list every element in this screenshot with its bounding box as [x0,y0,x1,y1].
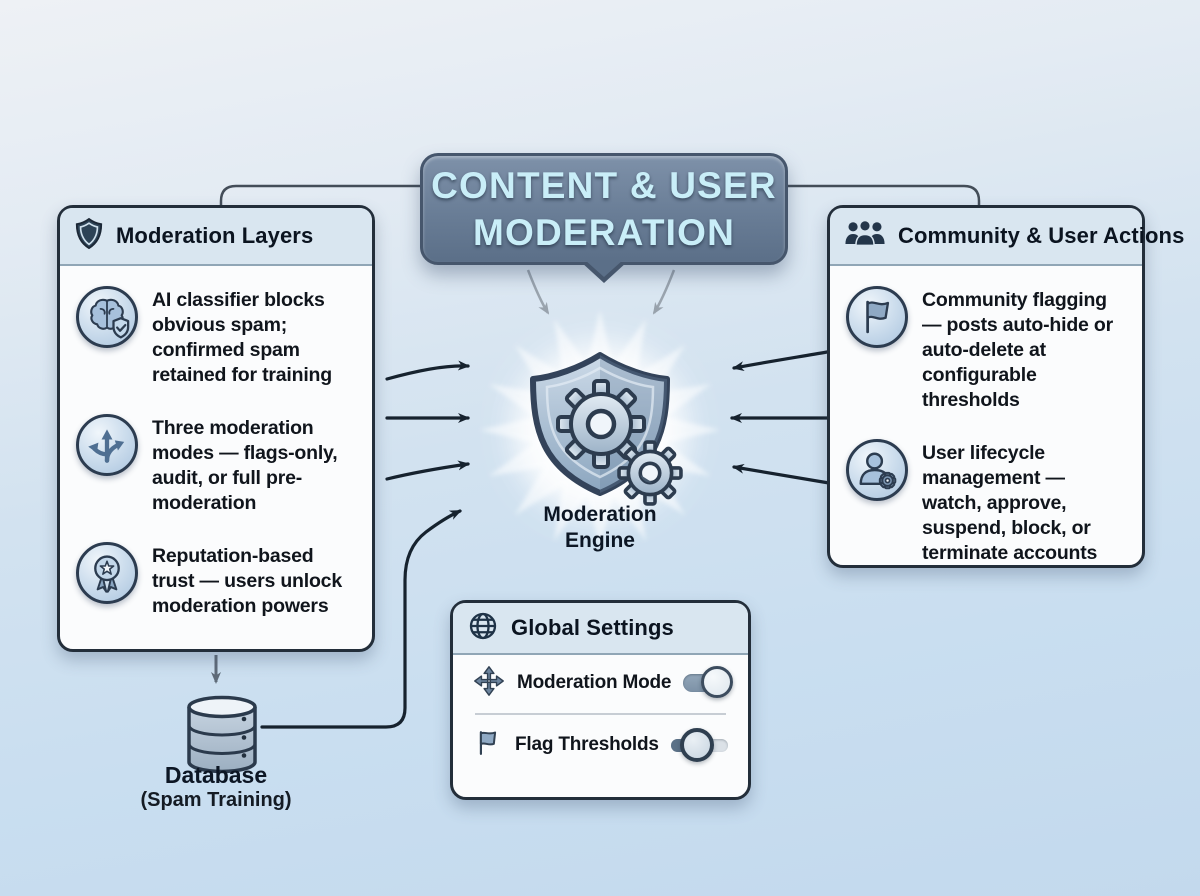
flag-thresholds-slider[interactable] [670,728,728,762]
community-user-actions-header: Community & User Actions [830,208,1184,266]
branch-arrows-icon [76,414,138,476]
settings-divider [475,713,726,715]
list-item-text: AI classifier blocks obvious spam; confi… [152,289,332,386]
list-item-text: Community flagging — posts auto-hide or … [922,289,1114,411]
flag-thresholds-label: Flag Thresholds [515,734,659,755]
list-item: User lifecycle management — watch, appro… [846,439,1128,566]
global-settings-card: Global Settings Moderation Mode [450,600,751,800]
moderation-mode-toggle[interactable] [683,666,733,698]
toggle-knob[interactable] [701,666,733,698]
list-item-text: Reputation-based trust — users unlock mo… [152,545,342,617]
database-engine-arrow [260,509,462,729]
shield-gears-icon [530,352,683,506]
list-item-text: User lifecycle management — watch, appro… [922,442,1098,564]
flag-icon [846,286,908,348]
list-item: Community flagging — posts auto-hide or … [846,286,1128,413]
shield-icon [74,217,104,256]
list-item: Three moderation modes — flags-only, aud… [76,414,358,516]
title-line-1: CONTENT & USER [431,165,777,206]
left-card-title: Moderation Layers [116,223,314,248]
database-label: Database [164,762,268,788]
list-item: AI classifier blocks obvious spam; confi… [76,286,358,388]
moderation-mode-label: Moderation Mode [517,672,672,693]
brain-shield-icon [76,286,138,348]
users-icon [844,219,886,253]
user-gear-icon [846,439,908,501]
moderation-layers-header: Moderation Layers [60,208,372,266]
database-icon [187,695,257,774]
settings-card-title: Global Settings [511,615,674,640]
four-way-arrows-icon [473,665,505,702]
right-engine-arrows [730,350,831,485]
right-card-title: Community & User Actions [898,223,1185,248]
database-sublabel: (Spam Training) [140,789,292,811]
title-line-2: MODERATION [472,212,736,253]
slider-knob[interactable] [679,728,714,762]
left-engine-arrows [385,360,470,481]
flag-icon [473,728,503,763]
list-item-text: Three moderation modes — flags-only, aud… [152,417,338,514]
list-item: Reputation-based trust — users unlock mo… [76,542,358,619]
moderation-engine-label: Moderation Engine [543,503,657,552]
banner-engine-arrows [526,269,676,315]
medal-icon [76,542,138,604]
banner-connectors [219,184,981,205]
moderation-mode-row: Moderation Mode [453,655,748,711]
title-banner: CONTENT & USER MODERATION [420,153,788,265]
global-settings-header: Global Settings [453,603,748,655]
moderation-layers-card: Moderation Layers AI classifier blocks o… [57,205,375,652]
flag-thresholds-row: Flag Thresholds [453,717,748,773]
community-user-actions-card: Community & User Actions Community flagg… [827,205,1184,568]
globe-icon [467,610,499,647]
